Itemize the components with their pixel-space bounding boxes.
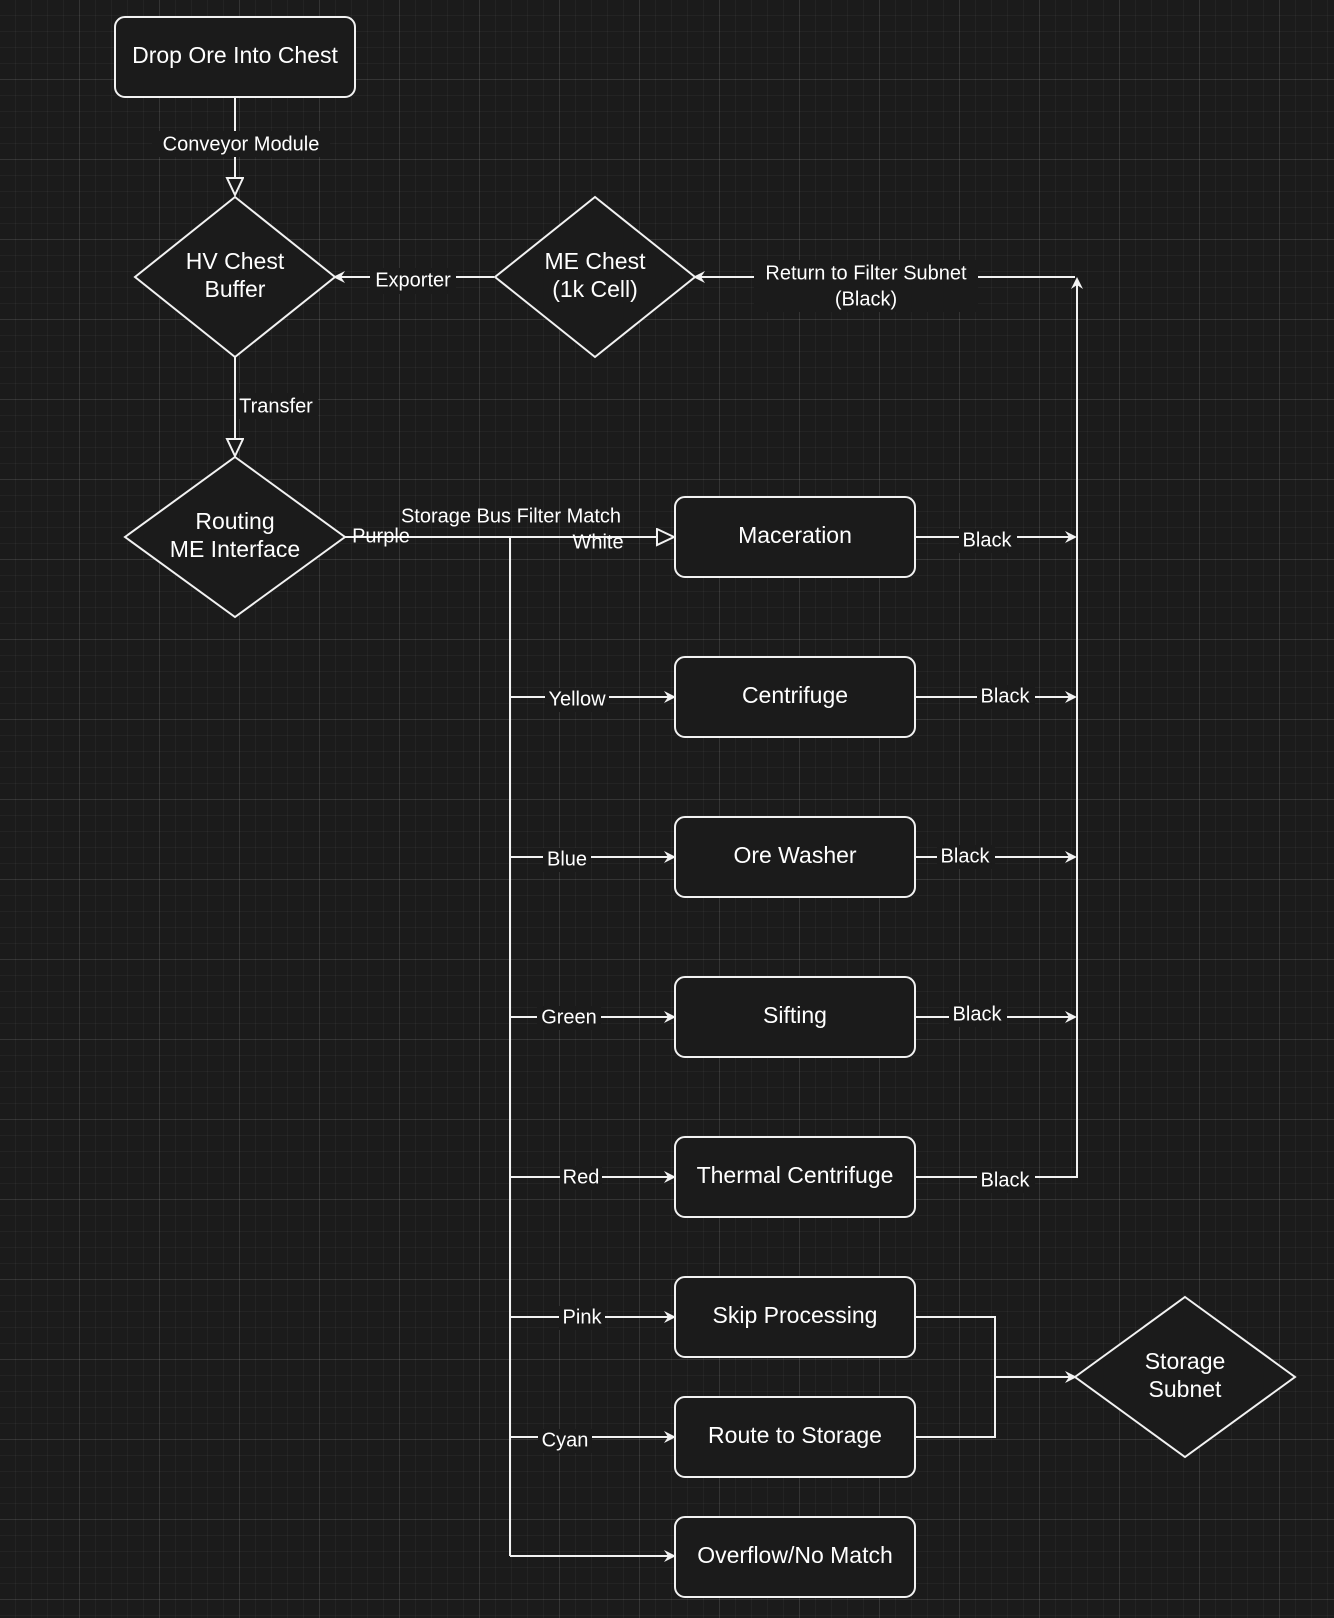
label-return-filter-line1: Return to Filter Subnet (765, 262, 967, 284)
label-yellow: Yellow (548, 688, 606, 710)
node-ore-washer-label: Ore Washer (733, 842, 856, 868)
label-exporter: Exporter (375, 269, 451, 291)
label-conveyor-module: Conveyor Module (163, 133, 320, 155)
node-routing-line2: ME Interface (170, 536, 300, 562)
label-green: Green (541, 1006, 597, 1028)
edge-labels: Conveyor Module Exporter Return to Filte… (152, 131, 1035, 1453)
node-storage-subnet: Storage Subnet (1073, 1295, 1297, 1459)
node-hv-chest-buffer: HV Chest Buffer (133, 195, 337, 359)
label-purple: Purple (352, 525, 410, 547)
node-storage-subnet-line2: Subnet (1149, 1376, 1223, 1402)
node-me-chest-line1: ME Chest (545, 248, 647, 274)
node-route-to-storage-label: Route to Storage (708, 1422, 882, 1448)
node-storage-subnet-line1: Storage (1145, 1348, 1226, 1374)
edge-skip-to-storage-subnet (915, 1316, 1077, 1383)
label-black-thermal: Black (981, 1169, 1031, 1191)
node-drop-ore: Drop Ore Into Chest (114, 16, 356, 98)
edge-route-to-storage-subnet (915, 1377, 996, 1438)
node-overflow: Overflow/No Match (674, 1516, 916, 1598)
label-pink: Pink (563, 1306, 603, 1328)
node-skip-processing: Skip Processing (674, 1276, 916, 1358)
label-black-centrifuge: Black (981, 685, 1031, 707)
node-skip-processing-label: Skip Processing (713, 1302, 878, 1328)
nodes: Drop Ore Into Chest HV Chest Buffer ME C… (114, 16, 1297, 1598)
node-thermal-centrifuge: Thermal Centrifuge (674, 1136, 916, 1218)
label-storage-bus-filter-match: Storage Bus Filter Match (401, 505, 621, 527)
node-maceration: Maceration (674, 496, 916, 578)
node-centrifuge: Centrifuge (674, 656, 916, 738)
node-route-to-storage: Route to Storage (674, 1396, 916, 1478)
label-cyan: Cyan (542, 1429, 589, 1451)
node-thermal-centrifuge-label: Thermal Centrifuge (697, 1162, 894, 1188)
node-ore-washer: Ore Washer (674, 816, 916, 898)
label-black-sifting: Black (953, 1003, 1003, 1025)
node-drop-ore-label: Drop Ore Into Chest (132, 42, 338, 68)
label-blue: Blue (547, 848, 587, 870)
node-centrifuge-label: Centrifuge (742, 682, 848, 708)
node-routing-line1: Routing (195, 508, 274, 534)
label-white: White (572, 531, 623, 553)
label-transfer: Transfer (239, 395, 313, 417)
node-routing-me-interface: Routing ME Interface (123, 455, 347, 619)
node-maceration-label: Maceration (738, 522, 852, 548)
node-sifting-label: Sifting (763, 1002, 827, 1028)
node-overflow-label: Overflow/No Match (697, 1542, 893, 1568)
label-red: Red (563, 1166, 600, 1188)
node-hv-chest-line1: HV Chest (186, 248, 285, 274)
label-black-ore-washer: Black (941, 845, 991, 867)
edge-thermal-black (915, 277, 1083, 1178)
node-sifting: Sifting (674, 976, 916, 1058)
label-return-filter-line2: (Black) (835, 288, 897, 310)
label-black-maceration: Black (963, 529, 1013, 551)
node-me-chest: ME Chest (1k Cell) (493, 195, 697, 359)
node-hv-chest-line2: Buffer (205, 276, 266, 302)
node-me-chest-line2: (1k Cell) (552, 276, 638, 302)
edges (235, 97, 1083, 1562)
